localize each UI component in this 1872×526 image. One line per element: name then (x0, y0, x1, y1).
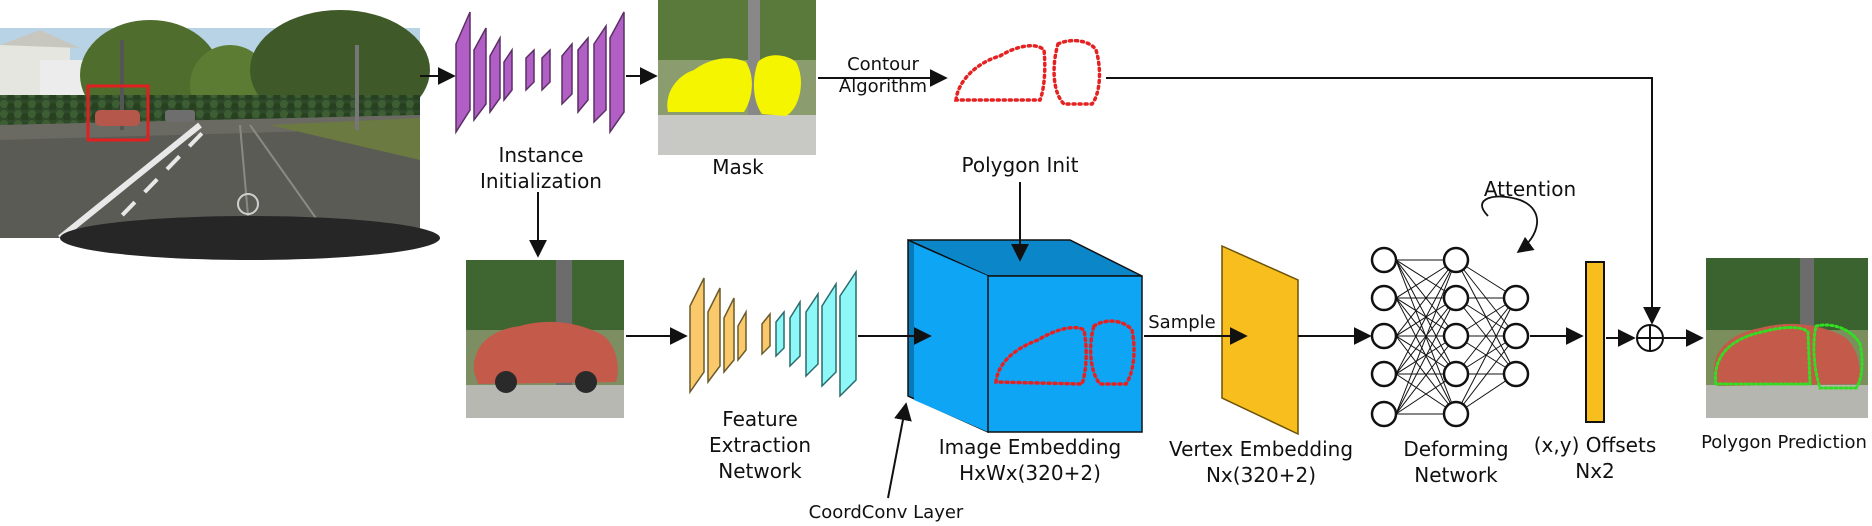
attention-arrow (1481, 195, 1538, 253)
mask-label: Mask (712, 155, 764, 179)
input-street-image (0, 10, 440, 260)
instance-init-label: Instance Initialization (456, 142, 626, 194)
dec-layer-4 (609, 11, 625, 135)
sample-label: Sample (1148, 312, 1216, 333)
arrow-coordconv (887, 402, 912, 499)
image-embedding-line2: HxWx(320+2) (959, 461, 1101, 485)
connectors (420, 67, 1704, 499)
vertex-embedding-panel (1221, 244, 1299, 436)
feature-line1: Feature (722, 407, 798, 431)
polygon-init-label: Polygon Init (961, 153, 1079, 177)
contour-polygon (954, 38, 1102, 106)
enc-layer-3 (489, 35, 501, 115)
enc-layer-4 (503, 47, 513, 103)
mask-image (658, 0, 816, 155)
vertex-embedding-line1: Vertex Embedding (1168, 437, 1354, 461)
instance-init-line1: Instance (498, 143, 584, 167)
enc-layer-1 (455, 11, 471, 135)
polygon-prediction-label: Polygon Prediction (1701, 432, 1867, 453)
offsets-line1: (x,y) Offsets (1533, 433, 1657, 457)
vertex-embedding-label: Vertex Embedding Nx(320+2) (1156, 436, 1366, 488)
feature-extraction-network (689, 269, 857, 398)
arrow-contour-to-sum (1106, 77, 1661, 325)
sum-node (1636, 324, 1664, 352)
attention-label: Attention (1483, 177, 1577, 201)
offsets-label: (x,y) Offsets Nx2 (1520, 432, 1670, 484)
coordconv-label: CoordConv Layer (808, 502, 964, 523)
dec-layer-2 (577, 35, 589, 115)
contour-label: Contour Algorithm (820, 54, 946, 98)
cropped-car-image (466, 260, 624, 418)
instance-init-network (455, 11, 625, 135)
bottleneck-1 (525, 48, 535, 92)
dec-layer-1 (561, 41, 573, 106)
feature-extraction-label: Feature Extraction Network (680, 406, 840, 484)
deforming-line1: Deforming (1403, 437, 1509, 461)
deforming-label: Deforming Network (1386, 436, 1526, 488)
contour-line2: Algorithm (838, 76, 928, 97)
contour-line1: Contour (847, 54, 919, 75)
dec-layer-3 (593, 23, 607, 124)
offsets-line2: Nx2 (1575, 459, 1615, 483)
instance-init-line2: Initialization (480, 169, 602, 193)
image-embedding-line1: Image Embedding (938, 435, 1122, 459)
polygon-prediction-image (1706, 258, 1868, 418)
enc-layer-2 (473, 27, 487, 123)
feature-line3: Network (718, 459, 802, 483)
offsets-bar (1585, 261, 1605, 423)
feature-line2: Extraction (708, 433, 812, 457)
bottleneck-2 (541, 48, 551, 92)
vertex-embedding-line2: Nx(320+2) (1205, 463, 1317, 487)
image-embedding-label: Image Embedding HxWx(320+2) (920, 434, 1140, 486)
deforming-line2: Network (1414, 463, 1498, 487)
deforming-network (1370, 246, 1530, 428)
image-embedding-cube (907, 238, 1143, 434)
